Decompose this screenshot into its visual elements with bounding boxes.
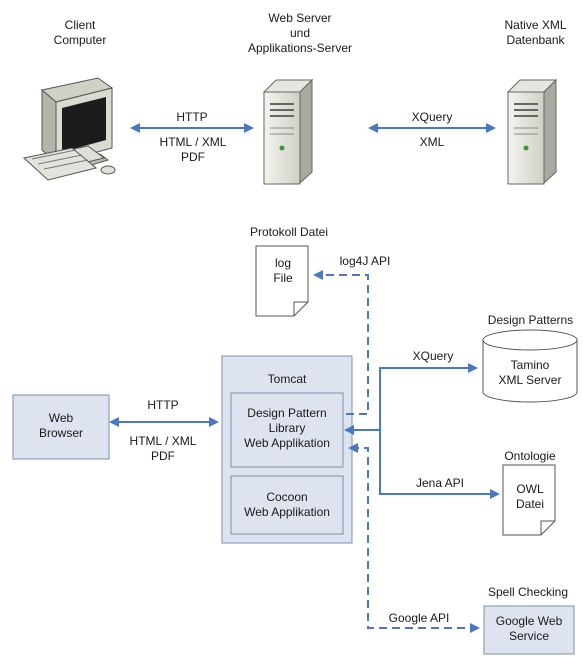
html-xml-top-label: HTML / XML PDF: [148, 135, 238, 165]
client-label: Client Computer: [30, 18, 130, 48]
webserver-label-line1: Web Server: [268, 11, 332, 25]
google-ws-line1: Google Web: [495, 614, 563, 628]
dpl-line1: Design Pattern: [247, 406, 327, 420]
webserver-label-line2: und: [289, 26, 311, 40]
log-file-shape: [255, 245, 309, 317]
design-pattern-library-box: [230, 392, 344, 468]
tamino-database-shape: [482, 329, 578, 403]
design-patterns-label: Design Patterns: [487, 313, 574, 327]
dpl-line2: Library: [268, 421, 306, 435]
client-computer-icon: [22, 77, 116, 181]
jena-api-label: Jena API: [415, 476, 465, 490]
http-top-label: HTTP: [176, 110, 208, 124]
google-web-service-box: [483, 605, 575, 655]
html-xml-bottom-line1: HTML / XML: [129, 434, 197, 448]
log-file-line2: File: [273, 271, 293, 285]
webserver-label-line3: Applikations-Server: [247, 41, 353, 55]
ontologie-label: Ontologie: [504, 449, 556, 463]
log-file-text: log File: [256, 256, 310, 286]
xml-top-label: XML: [419, 135, 445, 149]
tamino-line2: XML Server: [498, 373, 562, 387]
webserver-label: Web Server und Applikations-Server: [230, 11, 370, 56]
google-ws-line2: Service: [508, 629, 549, 643]
tamino-text: Tamino XML Server: [483, 358, 577, 388]
owl-line2: Datei: [515, 497, 544, 511]
web-server-icon: [262, 78, 314, 185]
spell-checking-label: Spell Checking: [487, 585, 569, 599]
cocoon-line1: Cocoon: [266, 490, 308, 504]
tomcat-title: Tomcat: [267, 372, 307, 386]
cocoon-box: [230, 475, 344, 535]
xquery-top-label: XQuery: [411, 110, 453, 124]
html-xml-top-line2: PDF: [181, 150, 205, 164]
log4j-connector: [313, 270, 369, 415]
protokoll-label: Protokoll Datei: [249, 225, 329, 239]
tamino-line1: Tamino: [510, 358, 550, 372]
google-ws-text: Google Web Service: [484, 614, 574, 644]
owl-file-shape: [502, 464, 556, 536]
db-label-line1: Native XML: [504, 18, 567, 32]
db-label: Native XML Datenbank: [488, 18, 583, 48]
html-xml-top-line1: HTML / XML: [159, 135, 227, 149]
html-xml-bottom-label: HTML / XML PDF: [118, 434, 208, 464]
web-browser-box: [12, 394, 110, 460]
database-server-icon: [506, 78, 558, 185]
cocoon-line2: Web Applikation: [244, 505, 330, 519]
owl-text: OWL Datei: [503, 482, 557, 512]
dpl-text: Design Pattern Library Web Applikation: [231, 406, 343, 451]
web-browser-line2: Browser: [38, 426, 83, 440]
google-connector: [348, 443, 480, 633]
http-bottom-label: HTTP: [147, 398, 179, 412]
log4j-api-label: log4J API: [339, 254, 391, 268]
dpl-line3: Web Applikation: [244, 436, 330, 450]
xquery-bottom-label: XQuery: [412, 349, 454, 363]
db-label-line2: Datenbank: [506, 33, 565, 47]
html-xml-bottom-line2: PDF: [151, 449, 175, 463]
log-file-line1: log: [274, 256, 291, 270]
google-api-label: Google API: [388, 611, 450, 625]
web-browser-text: Web Browser: [13, 411, 109, 441]
cocoon-text: Cocoon Web Applikation: [231, 490, 343, 520]
web-browser-line1: Web: [48, 411, 74, 425]
client-label-line1: Client: [64, 18, 96, 32]
client-label-line2: Computer: [53, 33, 107, 47]
owl-line1: OWL: [516, 482, 544, 496]
tamino-connector: [344, 363, 478, 435]
